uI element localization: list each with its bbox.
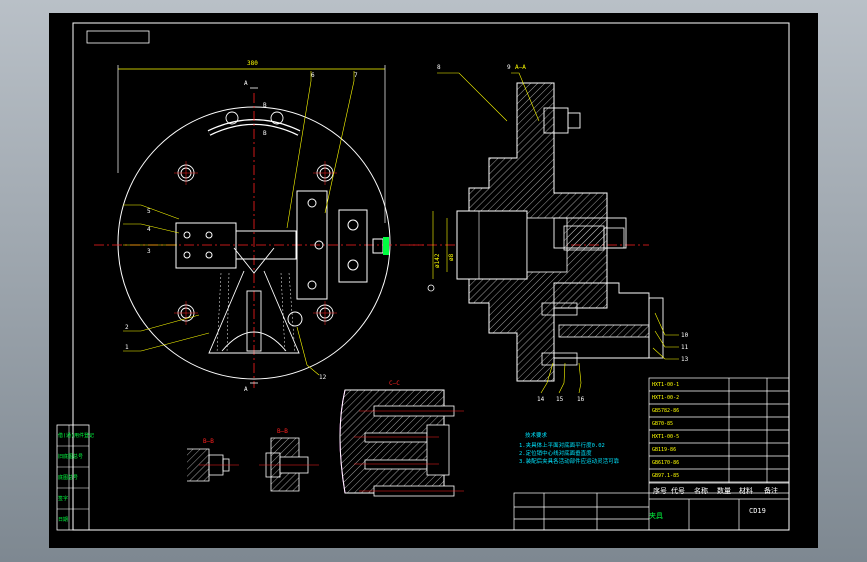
callout: 1 — [125, 344, 129, 351]
section-c — [339, 389, 464, 497]
tech-note-line: 3.装配后夹具各活动部件应运动灵活可靠 — [519, 457, 620, 465]
header-label: 材料 — [739, 486, 753, 495]
strip-label: 底图总号 — [58, 474, 78, 481]
header-label: 备注 — [764, 486, 778, 495]
parts-list-code: GB119-86 — [652, 447, 676, 453]
knob — [383, 237, 389, 255]
drawing-title: 夹具 — [649, 511, 663, 520]
callout: 5 — [147, 208, 151, 215]
plan-view — [94, 65, 424, 388]
border-frame — [72, 22, 790, 531]
section-b-label-b: B—B — [277, 428, 288, 435]
strip-label: 日期 — [58, 517, 68, 523]
section-c-label: C—C — [389, 380, 400, 387]
title-block — [513, 377, 790, 531]
callout: 6 — [311, 72, 315, 79]
dim-bore-mid: ø8 — [448, 253, 455, 261]
callout: 13 — [681, 356, 689, 363]
callout: 12 — [319, 374, 327, 381]
tech-note-line: 2.定位销中心线对底面垂直度 — [519, 449, 592, 457]
parts-list-code: HXT1-00-2 — [652, 395, 679, 401]
callout: 7 — [354, 72, 358, 79]
callout: 14 — [537, 396, 545, 403]
parts-list-code: HXT1-00-1 — [652, 382, 679, 388]
parts-list-code: GB70-85 — [652, 421, 673, 427]
header-label: 数量 — [717, 486, 731, 495]
callout: 16 — [577, 396, 585, 403]
drawing-sheet[interactable]: 380 A—A ø142 ø8 C—C B—B B—B A A B B 5 4 … — [49, 13, 818, 548]
drawing-number: CD19 — [749, 507, 766, 515]
callout: 3 — [147, 248, 151, 255]
header-label: 序号 — [653, 486, 667, 495]
view-mark: B — [263, 130, 267, 137]
callout: 11 — [681, 344, 689, 351]
callout: 9 — [507, 64, 511, 71]
vertical-bracket — [296, 190, 328, 300]
section-a-label: A—A — [515, 64, 526, 71]
section-b-label-a: B—B — [203, 438, 214, 445]
callout: 8 — [437, 64, 441, 71]
dim-bore-left: ø142 — [434, 253, 441, 268]
view-mark: B — [263, 102, 267, 109]
section-view — [409, 72, 679, 394]
strip-label: 签字 — [58, 495, 68, 502]
callout: 15 — [556, 396, 564, 403]
callout: 4 — [147, 226, 151, 233]
cad-drawing: 380 A—A ø142 ø8 C—C B—B B—B A A B B 5 4 … — [56, 22, 790, 531]
corner-box — [86, 30, 150, 44]
parts-list-code: GB5782-86 — [652, 408, 679, 414]
parts-list-code: GB97.1-85 — [652, 473, 679, 479]
view-mark: A — [244, 386, 248, 393]
side-block — [338, 209, 368, 283]
header-label: 名称 — [694, 486, 708, 495]
callout: 10 — [681, 332, 689, 339]
header-label: 代号 — [671, 486, 685, 495]
parts-list-code: GB6170-86 — [652, 460, 679, 466]
callout: 2 — [125, 324, 129, 331]
view-mark: A — [244, 80, 248, 87]
tech-note-line: 1.夹具体上平面对底面平行度0.02 — [519, 441, 605, 449]
tech-notes-heading: 技术要求 — [525, 431, 548, 439]
left-strip-table — [56, 424, 90, 531]
strip-label: 借(通)用件登记 — [58, 432, 94, 439]
strip-label: 旧底图总号 — [58, 453, 83, 460]
dim-top-label: 380 — [247, 60, 258, 67]
parts-list-code: HXT1-00-5 — [652, 434, 679, 440]
screw-rod — [558, 324, 650, 338]
section-b-small — [187, 437, 319, 492]
